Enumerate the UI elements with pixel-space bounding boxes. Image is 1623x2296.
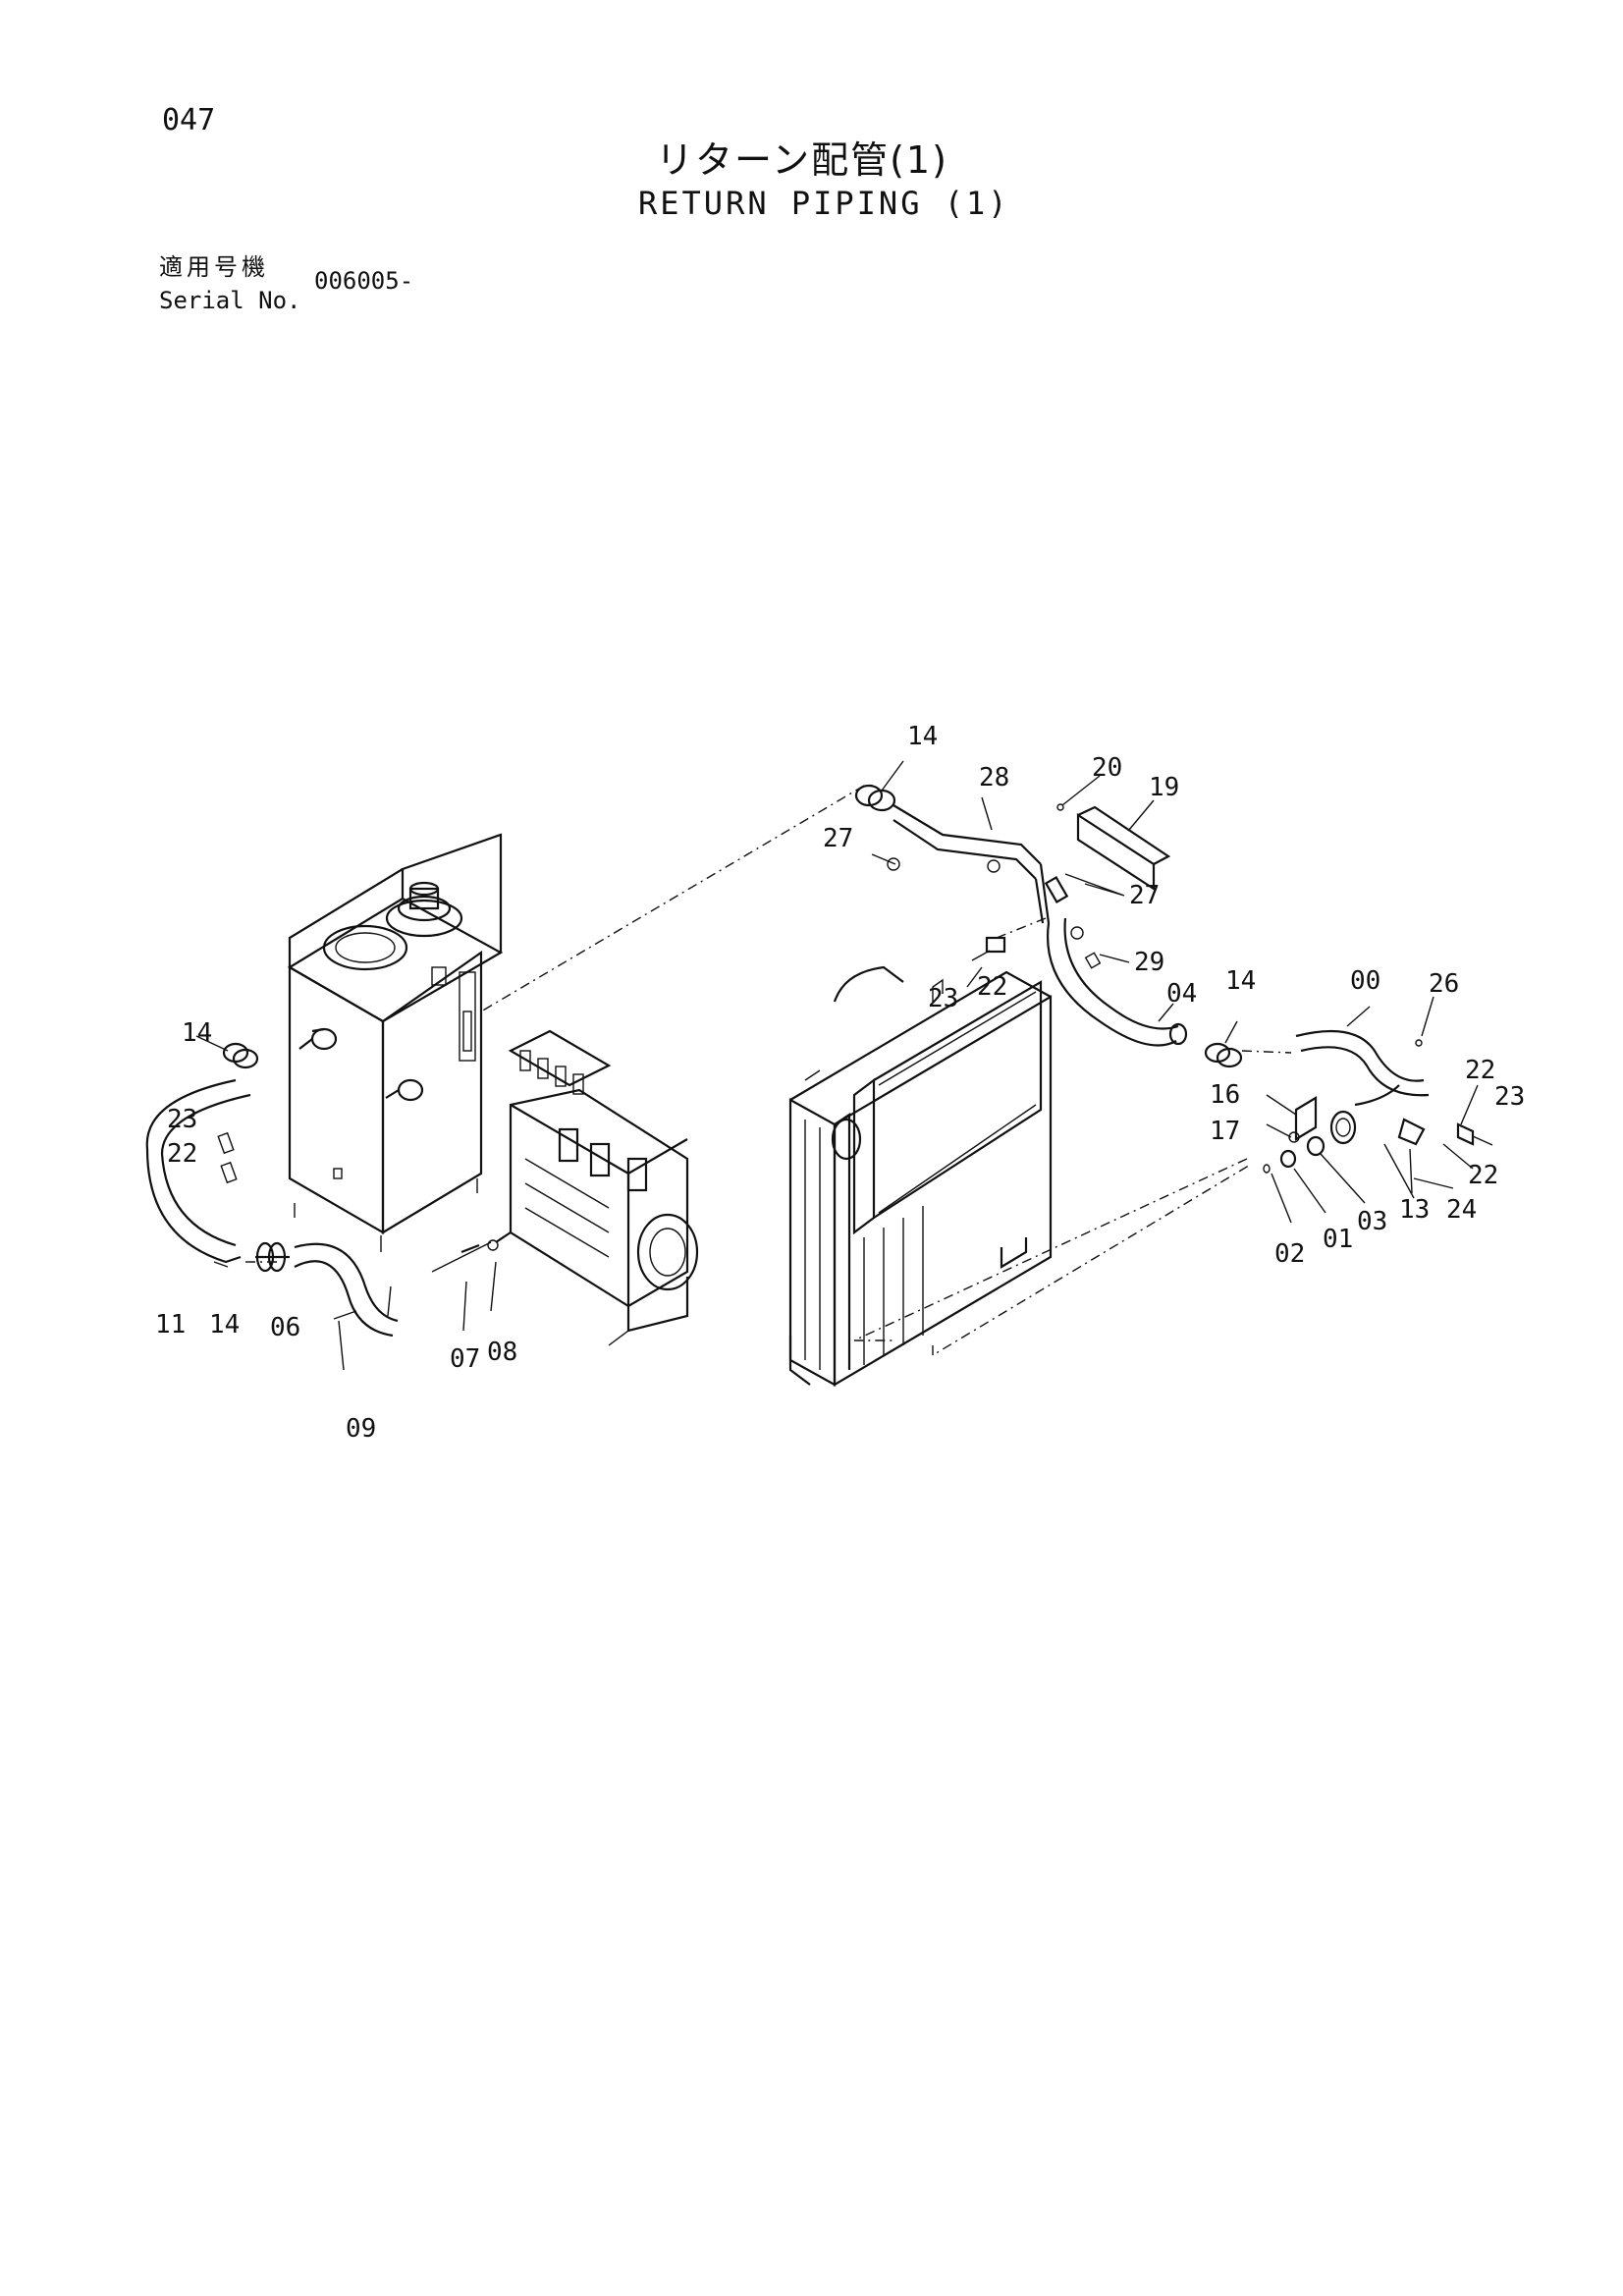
radiator-oil-cooler [788, 965, 1053, 1387]
callout-14: 14 [182, 1018, 212, 1048]
serial-number-value: 006005- [314, 267, 414, 295]
hose-clamps [217, 784, 1493, 1371]
title-japanese: リターン配管(1) [656, 138, 948, 182]
callout-14: 14 [209, 1310, 240, 1339]
callout-13: 13 [1399, 1195, 1430, 1225]
routing-lines [245, 785, 1292, 1357]
callout-00: 00 [1350, 966, 1380, 996]
callout-16: 16 [1210, 1080, 1240, 1110]
callout-17: 17 [1210, 1117, 1240, 1146]
callout-24: 24 [1446, 1195, 1477, 1225]
callout-06: 06 [270, 1313, 300, 1342]
callout-23: 23 [1494, 1082, 1525, 1112]
callout-14: 14 [907, 722, 938, 751]
callout-07: 07 [450, 1344, 480, 1374]
callout-22: 22 [977, 972, 1007, 1002]
hose-04 [1047, 917, 1188, 1047]
serial-label-english: Serial No. [159, 287, 301, 314]
callout-27: 27 [823, 824, 853, 853]
callout-19: 19 [1149, 773, 1179, 802]
callout-23: 23 [167, 1105, 197, 1134]
callout-22: 22 [1465, 1056, 1495, 1085]
callout-03: 03 [1357, 1207, 1387, 1236]
callout-20: 20 [1092, 753, 1122, 783]
callout-26: 26 [1429, 969, 1459, 999]
hose-11 [145, 1078, 251, 1264]
hose-00 [1295, 1029, 1430, 1107]
upper-return-pipe [893, 804, 1171, 924]
callouts: 14 28 20 19 27 27 29 23 22 04 14 00 26 2… [155, 722, 1525, 1444]
callout-14: 14 [1225, 966, 1256, 996]
page-number: 047 [162, 103, 216, 137]
serial-label-japanese: 適用号機 [159, 253, 269, 281]
callout-01: 01 [1323, 1225, 1353, 1254]
leader-lines [195, 760, 1479, 1332]
callout-22: 22 [167, 1139, 197, 1169]
callout-09: 09 [346, 1414, 376, 1444]
hydraulic-tank [287, 833, 504, 1252]
callout-22: 22 [1468, 1161, 1498, 1190]
title-english: RETURN PIPING (1) [638, 185, 1010, 222]
callout-08: 08 [487, 1338, 517, 1367]
hose-06 [294, 1242, 399, 1338]
callout-28: 28 [979, 763, 1009, 793]
control-valve [495, 1029, 699, 1346]
callout-11: 11 [155, 1310, 186, 1339]
callout-23: 23 [928, 984, 958, 1013]
callout-27: 27 [1129, 881, 1160, 910]
callout-02: 02 [1274, 1239, 1305, 1269]
callout-29: 29 [1134, 948, 1164, 977]
callout-04: 04 [1166, 979, 1197, 1009]
